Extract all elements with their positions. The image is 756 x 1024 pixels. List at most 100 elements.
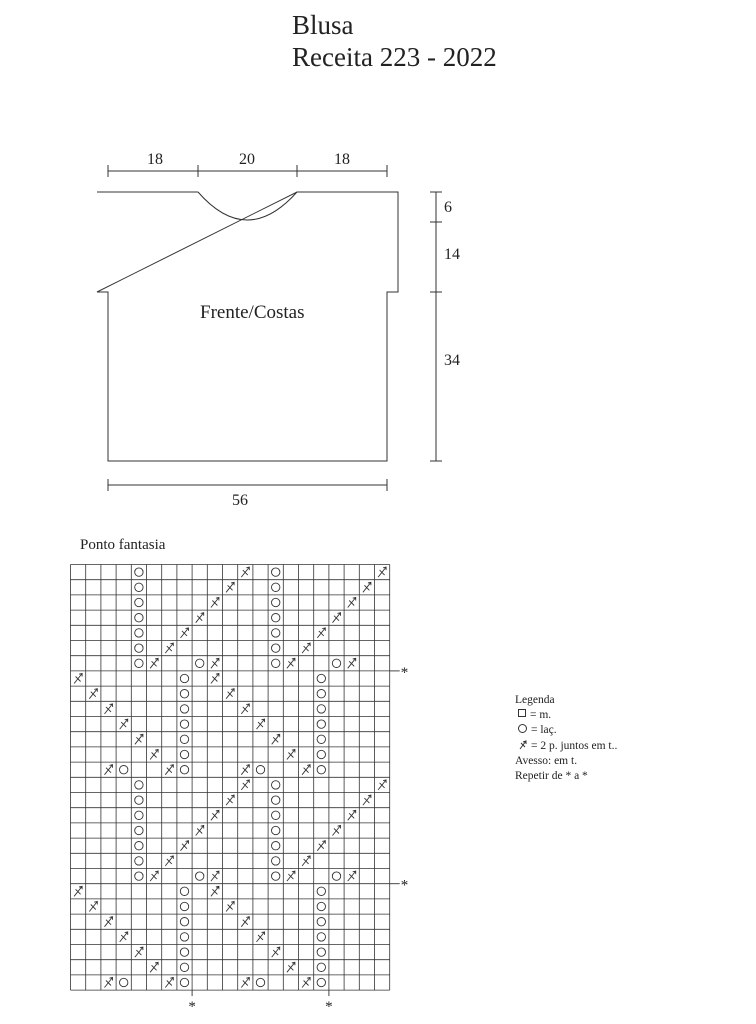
k2tog-symbol [119, 718, 129, 730]
k2tog-symbol [286, 870, 296, 882]
yarn-over-symbol [271, 795, 281, 805]
yarn-over-symbol [179, 886, 190, 896]
k2tog-symbol [149, 657, 159, 669]
k2tog-symbol [332, 824, 341, 836]
k2tog-symbol [316, 627, 326, 639]
yarn-over-symbol [331, 658, 342, 668]
width-neck: 20 [239, 151, 255, 168]
height-neck: 6 [444, 199, 452, 216]
yarn-over-symbol [316, 947, 326, 957]
k2tog-symbol [164, 764, 174, 775]
k2tog-symbol [149, 870, 159, 882]
k2tog-symbol [225, 900, 235, 912]
k2tog-symbol [240, 764, 250, 775]
yarn-over-symbol [179, 734, 190, 744]
k2tog-symbol [362, 581, 372, 593]
yarn-over-symbol [271, 810, 281, 820]
yarn-over-symbol [271, 658, 281, 668]
yarn-over-symbol [316, 886, 326, 896]
k2tog-symbol [104, 764, 113, 775]
knit-stitch-icon [518, 709, 526, 718]
k2tog-symbol [362, 794, 372, 806]
k2tog-symbol [332, 612, 341, 623]
legend-title: Legenda [515, 694, 555, 706]
yarn-over-symbol [271, 825, 281, 836]
k2tog-symbol [301, 642, 311, 654]
yarn-over-symbol [179, 749, 190, 760]
k2tog-symbol [347, 596, 357, 608]
yarn-over-symbol [316, 977, 326, 988]
yarn-over-symbol [271, 628, 281, 638]
k2tog-symbol [210, 885, 220, 897]
yarn-over-symbol [134, 780, 144, 790]
k2tog-symbol [180, 840, 189, 851]
body-outline [96, 191, 399, 462]
row-repeat-marker: * [401, 665, 409, 681]
column-repeat-marker: * [325, 999, 333, 1015]
chart-repeat-markers: * * * * [188, 665, 408, 1015]
k2tog-symbol [240, 703, 250, 715]
yarn-over-symbol [134, 841, 144, 851]
yarn-over-symbol [316, 719, 326, 729]
yarn-over-symbol [271, 871, 281, 881]
k2tog-symbol [377, 779, 387, 791]
k2tog-symbol [119, 931, 129, 943]
yarn-over-symbol [255, 977, 266, 988]
k2tog-symbol [210, 809, 220, 821]
yarn-over-symbol [134, 582, 144, 592]
k2tog-symbol [149, 748, 159, 760]
yarn-over-symbol [179, 917, 190, 927]
k2tog-symbol [104, 976, 113, 988]
column-repeat-marker: * [188, 999, 196, 1015]
piece-label: Frente/Costas [200, 302, 305, 323]
yarn-over-symbol [271, 582, 281, 592]
k2tog-symbol [134, 733, 144, 745]
k2tog-symbol [134, 946, 144, 958]
legend-knit: = m. [515, 708, 617, 723]
yarn-over-symbol [271, 643, 281, 653]
k2tog-symbol [210, 657, 220, 669]
yarn-over-symbol [316, 734, 326, 744]
yarn-over-symbol [271, 597, 281, 608]
legend-repeat: Repetir de * a * [515, 770, 588, 783]
chart-grid [70, 564, 391, 991]
yarn-over-symbol [134, 795, 144, 805]
k2tog-symbol [164, 976, 174, 988]
k2tog-symbol [88, 688, 98, 699]
k2tog-symbol [347, 870, 357, 882]
width-shoulder-left: 18 [147, 151, 163, 168]
k2tog-symbol [195, 824, 205, 836]
chart-symbols [73, 566, 387, 988]
row-repeat-marker: * [401, 878, 409, 894]
yarn-over-symbol [316, 673, 326, 684]
k2tog-symbol [301, 855, 311, 867]
yarn-over-symbol [119, 765, 129, 775]
legend-knit-text: = m. [530, 709, 552, 722]
yarn-over-symbol [179, 901, 190, 912]
legend-yarn-over-text: = laç. [531, 724, 557, 737]
k2tog-symbol [286, 748, 296, 760]
height-armhole: 14 [444, 246, 460, 263]
yarn-over-symbol [271, 856, 281, 866]
k2tog-symbol [104, 916, 113, 927]
k2tog-symbol [271, 946, 281, 958]
k2tog-symbol [347, 809, 357, 821]
k2tog-symbol [210, 596, 220, 608]
legend-yarn-over: = laç. [515, 723, 617, 738]
k2tog-symbol [195, 612, 205, 623]
yarn-over-symbol [134, 597, 144, 608]
yarn-over-symbol [179, 704, 190, 714]
k2tog-symbol [271, 733, 281, 745]
k2tog-symbol [225, 794, 235, 806]
yarn-over-symbol [134, 825, 144, 836]
yarn-over-symbol [179, 932, 190, 942]
k2tog-symbol [316, 840, 326, 851]
yarn-over-symbol [119, 977, 129, 988]
yarn-over-symbol [195, 871, 205, 881]
yarn-over-symbol [316, 901, 326, 912]
k2tog-symbol [347, 657, 357, 669]
k2tog-symbol [104, 703, 113, 715]
width-bottom: 56 [232, 492, 248, 509]
yarn-over-symbol [271, 841, 281, 851]
